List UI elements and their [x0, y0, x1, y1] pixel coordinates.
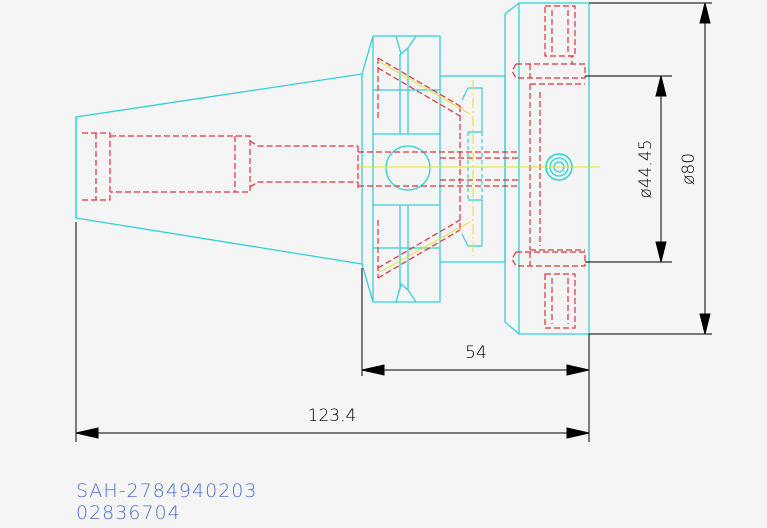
dim-length-short: 54 [465, 343, 487, 363]
dimension-lines [75, 2, 712, 442]
dim-length-total: 123.4 [308, 406, 357, 426]
retention-pins [461, 87, 483, 247]
part-number-label: SAH-2784940203 [76, 480, 258, 502]
order-code-label: 02836704 [76, 502, 181, 524]
dim-outer-diameter: ø80 [679, 153, 699, 185]
center-lines [360, 61, 600, 273]
dim-bore-diameter: ø44.45 [636, 139, 656, 198]
part-outline [75, 2, 590, 335]
hidden-lines [82, 5, 586, 329]
